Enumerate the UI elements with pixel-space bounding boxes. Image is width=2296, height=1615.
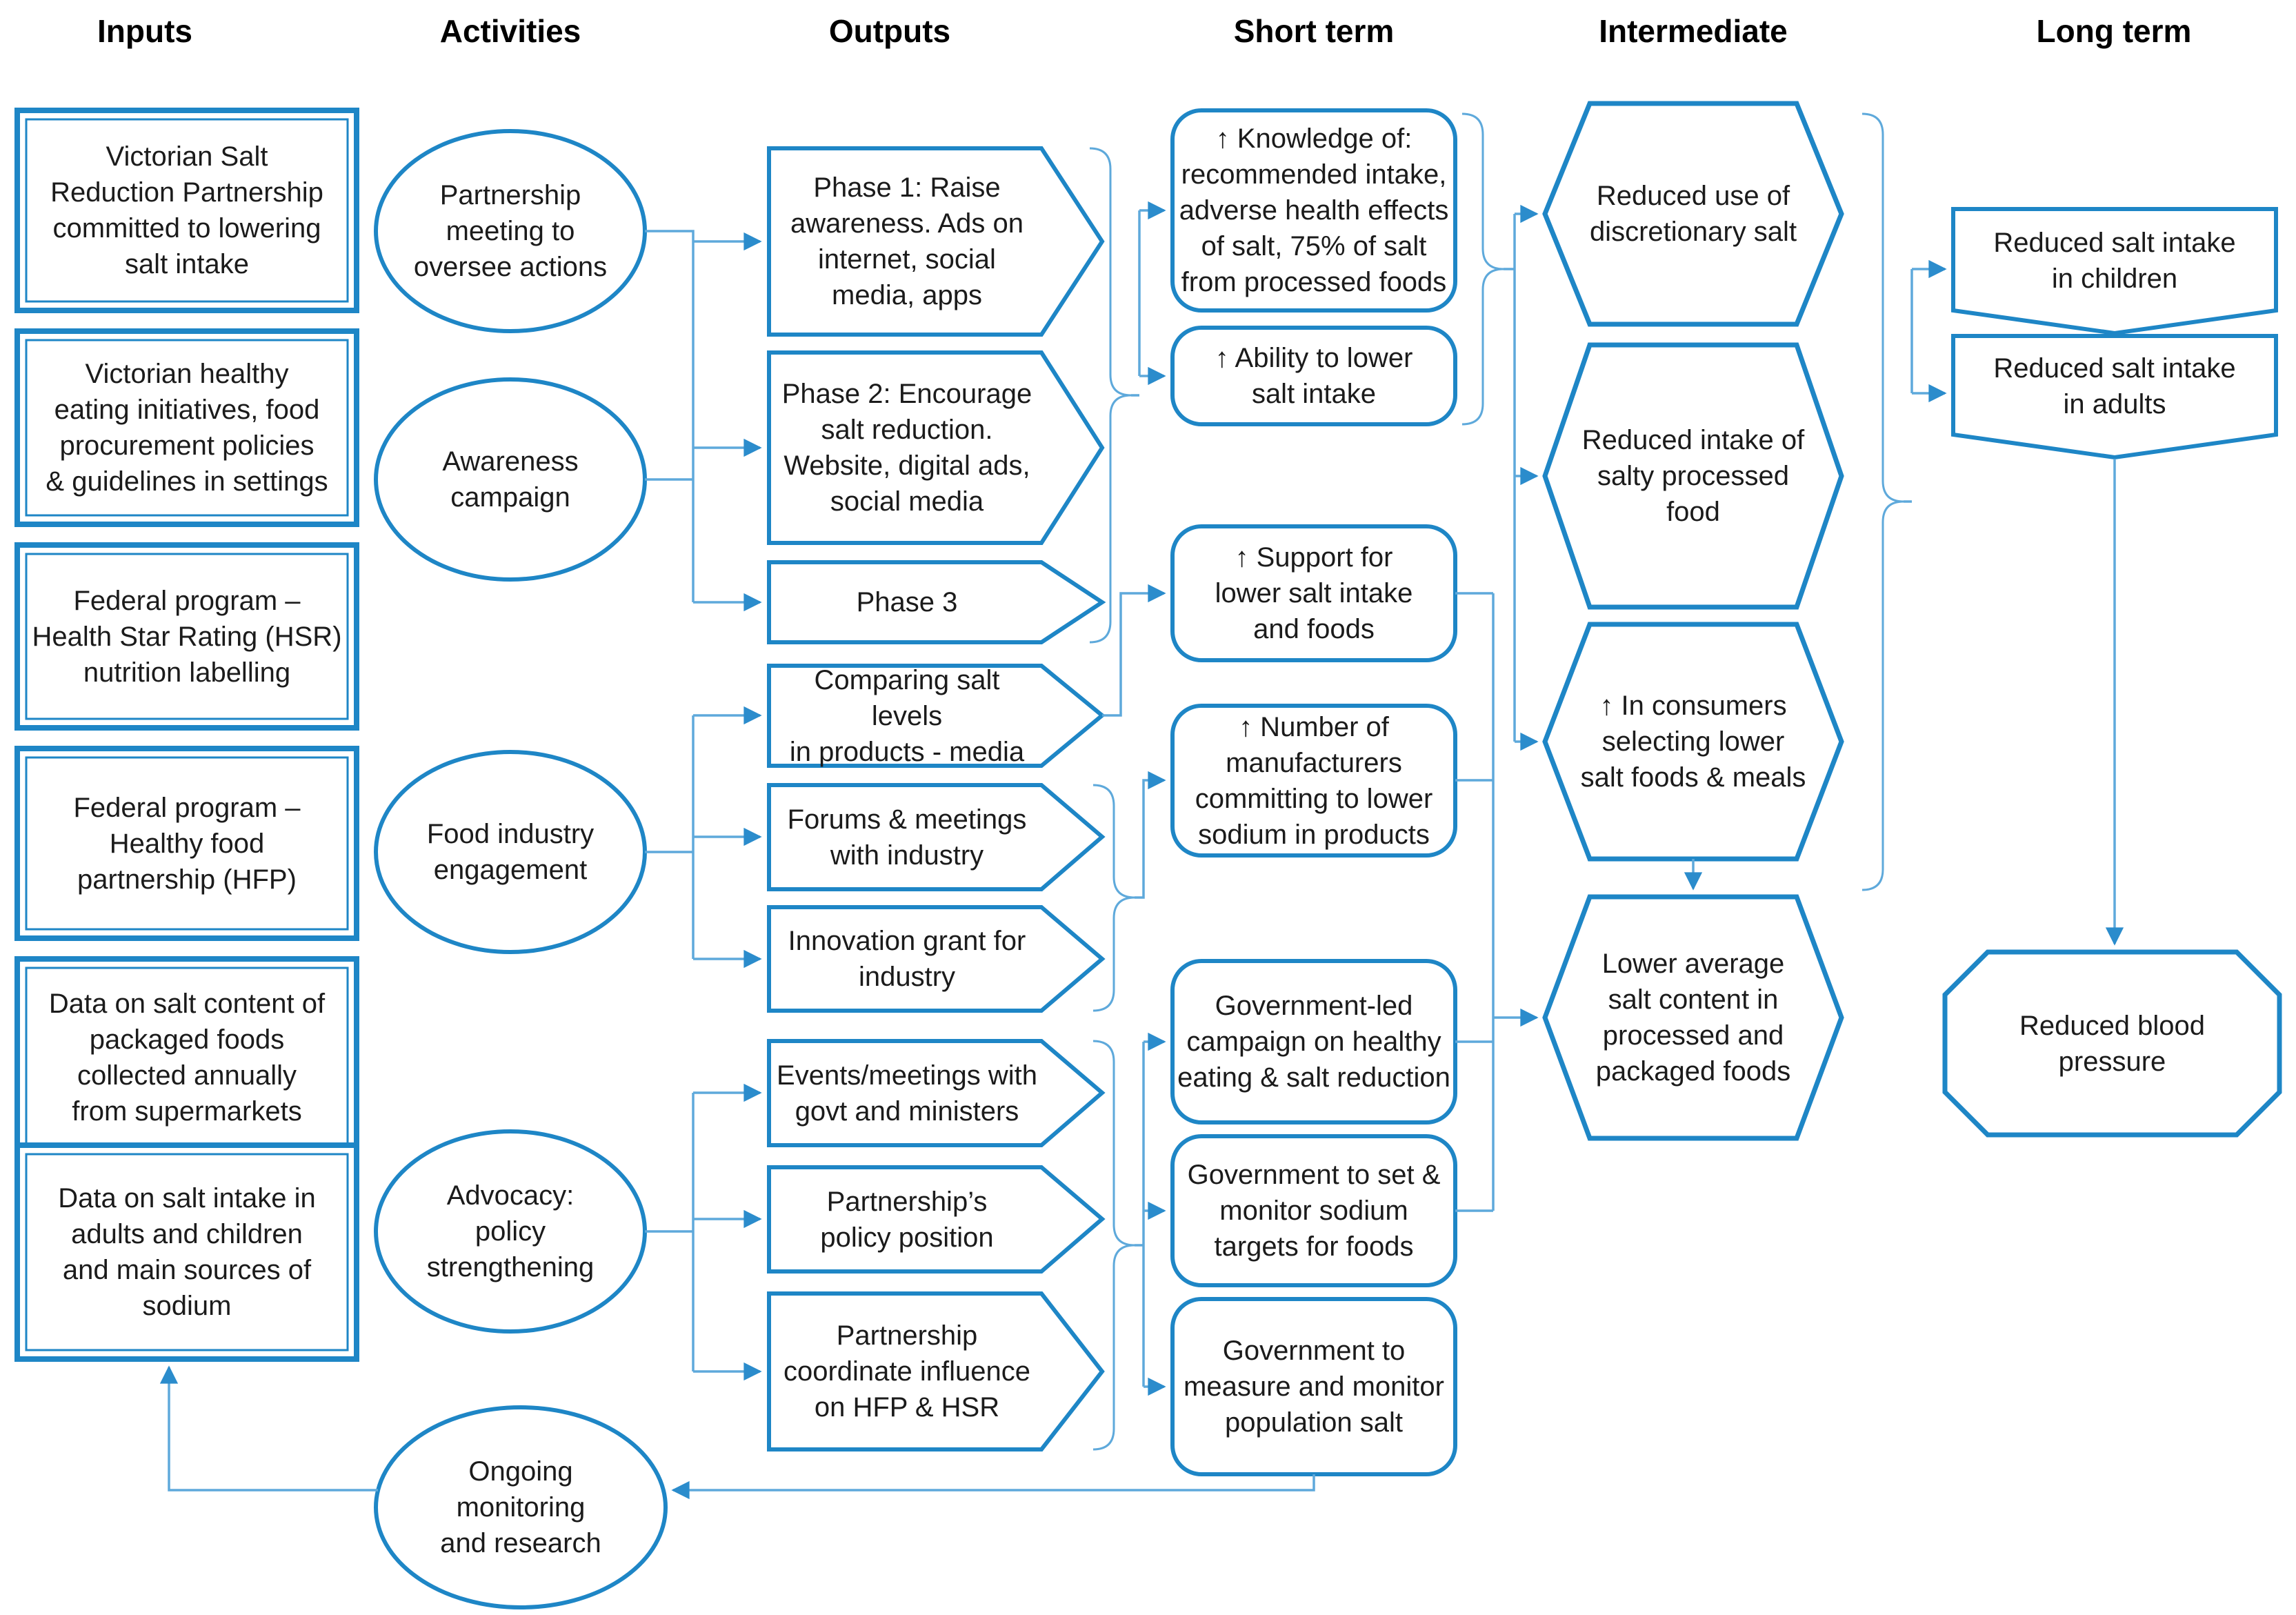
activity-advocacy-label: Advocacy: policy strengthening <box>426 1180 595 1282</box>
connector-longterm-fan <box>1904 269 1913 503</box>
input-hsr-inner-line <box>25 553 349 720</box>
output-phase3-shape <box>767 560 1106 644</box>
output-policy-position-shape <box>767 1165 1106 1274</box>
output-innovation-shape <box>767 905 1106 1013</box>
output-comparing-shape <box>767 664 1106 768</box>
short-govt-campaign-label: Government-led campaign on healthy eatin… <box>1177 991 1450 1093</box>
connector-to-lower-average-trunk <box>1455 592 1495 1212</box>
short-ability-shape <box>1170 326 1457 426</box>
column-header-activities: Activities <box>439 13 581 49</box>
inter-lower-average-shape <box>1542 894 1844 1141</box>
connector-food-industry-trunk <box>645 715 695 959</box>
column-header-outputs: Outputs <box>828 13 951 49</box>
short-ability-label: ↑ Ability to lower salt intake <box>1215 343 1413 409</box>
output-phase1-label: Phase 1: Raise awareness. Ads on interne… <box>790 172 1024 310</box>
input-healthy-eating-label: Victorian healthy eating initiatives, fo… <box>46 359 328 497</box>
long-adults-shape <box>1951 334 2278 460</box>
inter-lower-average-label: Lower average salt content in processed … <box>1595 949 1791 1087</box>
input-hfp-inner-line <box>25 756 349 931</box>
input-healthy-eating-inner-line <box>25 339 349 517</box>
short-knowledge-label: ↑ Knowledge of: recommended intake, adve… <box>1179 123 1449 297</box>
output-events-shape <box>767 1039 1106 1147</box>
short-manufacturers-label: ↑ Number of manufacturers committing to … <box>1195 711 1433 850</box>
long-term-shapes <box>1942 207 2282 1138</box>
brace-intermediate <box>1861 112 1904 891</box>
output-policy-position-label: Partnership’s policy position <box>820 1186 994 1253</box>
connector-partnership-meeting-trunk <box>645 230 695 602</box>
inter-consumers-shape <box>1542 622 1844 862</box>
input-box-shapes <box>14 108 359 1362</box>
connector-shortterm-fan <box>1504 214 1516 742</box>
column-header-long-term: Long term <box>2036 13 2192 49</box>
short-govt-measure-label: Government to measure and monitor popula… <box>1184 1336 1444 1438</box>
brace-phases <box>1089 147 1132 644</box>
brace-knowledge-ability <box>1461 112 1504 426</box>
arrow-to-manufacturers <box>1135 771 1166 899</box>
long-adults-label: Reduced salt intake in adults <box>1993 353 2236 419</box>
output-phase2-label: Phase 2: Encourage salt reduction. Websi… <box>781 379 1032 517</box>
long-children-shape <box>1951 207 2278 336</box>
inter-discretionary-label: Reduced use of discretionary salt <box>1589 181 1797 247</box>
inter-salty-processed-label: Reduced intake of salty processed food <box>1581 425 1805 527</box>
input-hfp-label: Federal program – Healthy food partnersh… <box>73 792 301 895</box>
input-salt-intake-inner-line <box>25 1153 349 1351</box>
output-events-label: Events/meetings with govt and ministers <box>777 1060 1037 1127</box>
output-phase3-label: Phase 3 <box>856 587 958 617</box>
short-support-label: ↑ Support for lower salt intake and food… <box>1215 542 1413 644</box>
output-forums-label: Forums & meetings with industry <box>787 804 1027 871</box>
output-phase2-shape <box>767 350 1105 545</box>
arrow-feedback-to-inputs <box>159 1365 378 1492</box>
short-knowledge-shape <box>1170 108 1457 313</box>
inter-consumers-label: ↑ In consumers selecting lower salt food… <box>1580 691 1806 793</box>
output-coordinate-shape <box>767 1291 1105 1451</box>
activity-monitoring-shape <box>374 1405 668 1609</box>
intermediate-shapes <box>1542 101 1844 1141</box>
input-salt-content-inner-line <box>25 967 349 1148</box>
connector-advocacy-trunk <box>645 1093 695 1371</box>
arrow-comparing-to-support <box>1102 584 1166 717</box>
output-phase1-shape <box>767 146 1105 337</box>
inter-salty-processed-shape <box>1542 342 1844 610</box>
input-partnership-label: Victorian Salt Reduction Partnership com… <box>50 141 323 279</box>
connector-phases-fan <box>1131 210 1141 397</box>
activity-awareness-label: Awareness campaign <box>442 446 579 513</box>
input-salt-intake-label: Data on salt intake in adults and childr… <box>58 1183 316 1321</box>
input-hsr-label: Federal program – Health Star Rating (HS… <box>32 585 342 688</box>
long-children-label: Reduced salt intake in children <box>1993 228 2236 294</box>
output-innovation-label: Innovation grant for industry <box>788 926 1026 992</box>
short-govt-targets-label: Government to set & monitor sodium targe… <box>1187 1160 1441 1262</box>
connector-advocacy-fan <box>1135 1042 1145 1387</box>
column-header-short-term: Short term <box>1233 13 1395 49</box>
brace-industry-outputs <box>1092 784 1135 1012</box>
brace-advocacy-outputs <box>1092 1040 1135 1451</box>
input-salt-content-label: Data on salt content of packaged foods c… <box>48 988 326 1127</box>
long-blood-pressure-shape <box>1942 949 2282 1138</box>
activity-partnership-meeting-label: Partnership meeting to oversee actions <box>413 180 608 282</box>
short-term-shapes <box>1170 108 1457 1476</box>
output-comparing-label: Comparing salt levels in products - medi… <box>789 664 1025 767</box>
activity-monitoring-label: Ongoing monitoring and research <box>440 1456 601 1558</box>
arrow-feedback-to-monitoring <box>671 1474 1315 1500</box>
column-header-intermediate: Intermediate <box>1599 13 1788 49</box>
activity-food-industry-label: Food industry engagement <box>426 819 595 885</box>
output-shapes <box>767 146 1106 1451</box>
column-header-inputs: Inputs <box>97 13 192 49</box>
output-coordinate-label: Partnership coordinate influence on HFP … <box>783 1320 1031 1423</box>
output-forums-shape <box>767 783 1106 891</box>
inter-discretionary-shape <box>1542 101 1844 327</box>
long-blood-pressure-label: Reduced blood pressure <box>2019 1010 2206 1077</box>
input-partnership-inner-line <box>25 118 349 303</box>
